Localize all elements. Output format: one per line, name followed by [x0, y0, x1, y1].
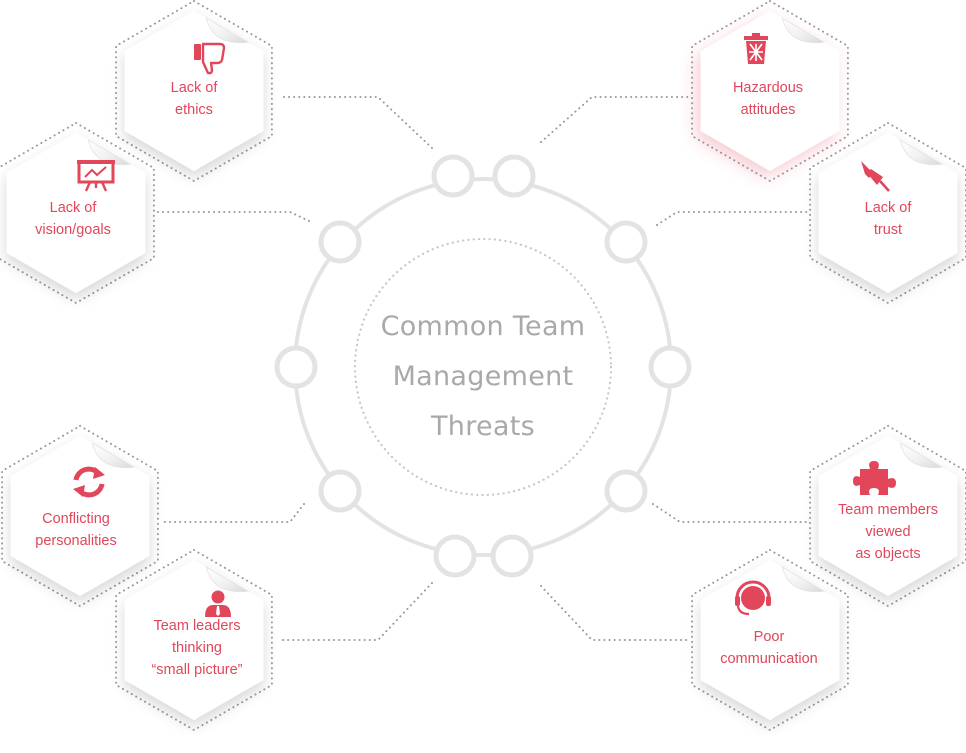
threat-label-line: Team members [838, 502, 938, 518]
threat-label-line: trust [873, 222, 903, 238]
ring-node [274, 345, 318, 389]
threat-card-trust [809, 121, 966, 305]
card-hexagon [124, 11, 264, 171]
threat-label-communication: Poor communication [699, 626, 839, 670]
threat-label-line: thinking [172, 640, 222, 656]
threat-label-line: as objects [855, 546, 921, 562]
threat-label-line: Lack of [170, 80, 218, 96]
threat-label-line: Team leaders [153, 618, 241, 634]
card-hexagon [6, 133, 146, 293]
threat-label-line: Hazardous [732, 80, 804, 96]
threat-label-line: Lack of [864, 200, 912, 216]
threat-label-line: Poor [753, 629, 785, 645]
threat-card-conflicting [1, 424, 159, 608]
threat-label-conflicting: Conflicting personalities [6, 508, 146, 552]
card-dotted-outline [1, 424, 159, 608]
card-hexagon [124, 560, 264, 720]
thumbs-down-icon [194, 42, 226, 75]
threat-label-line: attitudes [740, 102, 796, 118]
diagram-title: Common Team Management Threats [352, 302, 614, 452]
threat-cards [0, 0, 966, 732]
card-hexagon [818, 133, 958, 293]
card-dotted-outline [115, 548, 273, 732]
threat-card-communication [691, 548, 849, 732]
card-page-curl [781, 17, 826, 44]
ring-node [431, 154, 475, 198]
threat-card-ethics [115, 0, 273, 183]
title-line-3: Threats [430, 411, 536, 442]
headset-icon [735, 580, 771, 616]
threat-label-line: vision/goals [35, 222, 111, 238]
presentation-board-icon [77, 160, 115, 192]
threat-card-hazardous [691, 0, 849, 183]
threat-label-trust: Lack of trust [818, 197, 958, 241]
connector-line [656, 211, 811, 226]
threat-label-line: “small picture” [151, 662, 243, 678]
card-page-curl [205, 17, 250, 44]
connector-line [540, 96, 689, 143]
ring-node [433, 534, 477, 578]
threat-label-line: Lack of [49, 200, 97, 216]
ring-node [648, 345, 692, 389]
card-dotted-outline [115, 0, 273, 183]
threat-label-ethics: Lack of ethics [124, 77, 264, 121]
threat-label-line: Conflicting [42, 511, 110, 527]
threat-card-vision [0, 121, 155, 305]
threat-card-objects [809, 424, 966, 608]
card-dotted-outline [691, 0, 849, 183]
connector-lines [157, 96, 811, 641]
threat-label-line: personalities [35, 533, 117, 549]
connector-line [157, 211, 310, 222]
card-page-curl [205, 566, 250, 593]
connector-line [281, 96, 433, 149]
ring-node [604, 469, 648, 513]
card-dotted-outline [691, 548, 849, 732]
card-page-curl [899, 442, 944, 469]
connector-line [652, 503, 811, 523]
threat-card-small-picture [115, 548, 273, 732]
card-page-curl [91, 442, 136, 469]
card-hexagon [700, 11, 840, 171]
ring-node [492, 154, 536, 198]
connector-line [281, 582, 433, 641]
push-pin-icon [861, 161, 890, 192]
ring-node [318, 220, 362, 264]
connector-line [540, 585, 689, 641]
ring-nodes [274, 154, 692, 578]
card-page-curl [781, 566, 826, 593]
inner-dotted-ring [353, 237, 613, 497]
threat-label-vision: Lack of vision/goals [3, 197, 143, 241]
puzzle-piece-icon [853, 461, 896, 495]
refresh-arrows-icon [73, 466, 105, 498]
threat-label-line: communication [720, 651, 818, 667]
trash-can-icon [744, 33, 768, 64]
threat-label-line: ethics [175, 102, 213, 118]
threat-label-hazardous: Hazardous attitudes [698, 77, 838, 121]
card-dotted-outline [809, 121, 966, 305]
card-dotted-outline [0, 121, 155, 305]
title-line-2: Management [392, 361, 574, 392]
ring-node [604, 220, 648, 264]
card-page-curl [899, 139, 944, 166]
person-icon [205, 590, 231, 617]
ring-node [318, 469, 362, 513]
threat-label-objects: Team members viewed as objects [818, 499, 958, 565]
card-dotted-outline [809, 424, 966, 608]
ring-node [490, 534, 534, 578]
title-line-1: Common Team [380, 311, 586, 342]
card-hexagon [10, 436, 150, 596]
threat-label-small-picture: Team leaders thinking “small picture” [127, 615, 267, 681]
connector-line [159, 503, 305, 523]
card-hexagon [818, 436, 958, 596]
threat-label-line: viewed [865, 524, 911, 540]
